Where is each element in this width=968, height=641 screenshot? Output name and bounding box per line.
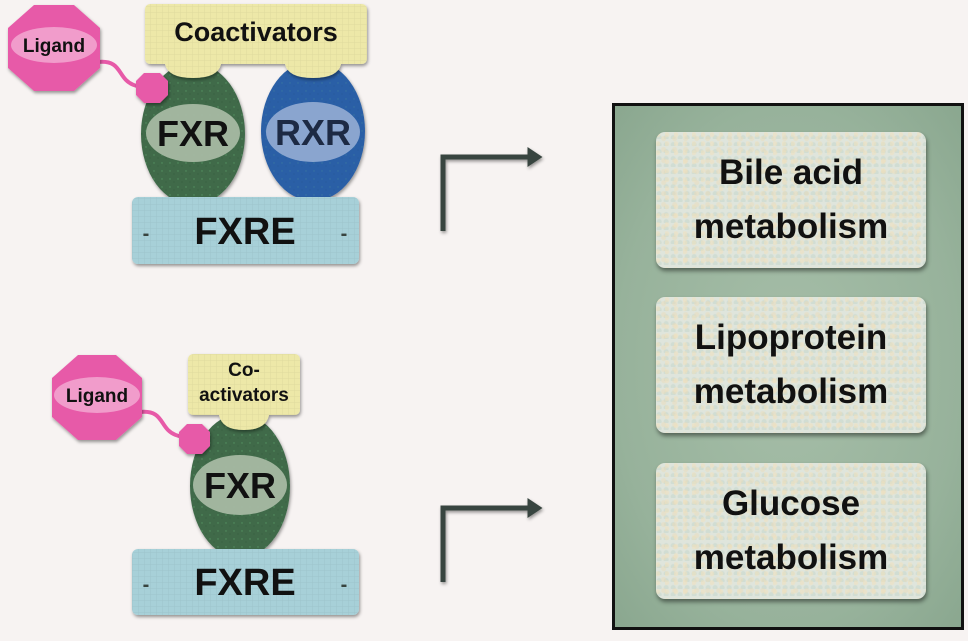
bottom-ligand-label: Ligand <box>66 386 128 407</box>
top-fxre-dash-left: - <box>143 223 150 245</box>
top-coactivators-label: Coactivators <box>174 17 338 47</box>
top-rxr-label-bg <box>266 102 360 162</box>
top-transcription-arrow <box>440 147 543 231</box>
top-fxre-dash-right: - <box>341 223 348 245</box>
bottom-coactivators <box>188 354 300 430</box>
bottom-ligand-binding-site <box>179 424 210 454</box>
bottom-fxre-dash-right: - <box>341 574 348 596</box>
top-fxre-element: - FXRE - <box>132 197 359 264</box>
bottom-fxre-dash-left: - <box>143 574 150 596</box>
metabolic-outcomes-panel: Bile acid metabolism Lipoprotein metabol… <box>612 103 964 630</box>
bottom-coactivators-label-line2: activators <box>199 385 289 406</box>
top-ligand-label: Ligand <box>23 36 85 57</box>
top-ligand-label-bg <box>11 27 97 63</box>
bottom-fxre-element: - FXRE - <box>132 549 359 615</box>
outcome-bile-acid-metabolism: Bile acid metabolism <box>656 132 926 268</box>
top-rxr-receptor: RXR <box>261 61 365 201</box>
outcome-lipoprotein-metabolism: Lipoprotein metabolism <box>656 297 926 433</box>
top-fxr-label-bg <box>146 104 240 162</box>
bottom-ligand: Ligand <box>52 355 142 440</box>
top-ligand-binding-site <box>136 73 168 103</box>
bottom-fxre-label: FXRE <box>194 562 295 604</box>
top-ligand: Ligand <box>8 5 100 91</box>
bottom-complex: FXR Co- activators Ligand - FXRE - <box>52 354 543 615</box>
bottom-fxr-label-bg <box>193 455 287 515</box>
outcome-line1: Glucose <box>721 484 861 523</box>
top-rxr-label: RXR <box>275 112 351 153</box>
outcome-line1: Lipoprotein <box>694 318 888 357</box>
bottom-transcription-arrow <box>440 498 543 582</box>
top-fxr-label: FXR <box>157 113 229 154</box>
top-fxre-label: FXRE <box>194 211 295 253</box>
top-coactivators <box>145 4 367 78</box>
top-complex: FXR RXR Coactivators Ligand - FXRE <box>8 4 543 264</box>
bottom-fxr-receptor: FXR <box>190 414 290 558</box>
outcome-line2: metabolism <box>693 207 889 246</box>
outcome-glucose-metabolism: Glucose metabolism <box>656 463 926 599</box>
bottom-fxr-label: FXR <box>204 465 276 506</box>
outcome-line1: Bile acid <box>719 153 863 192</box>
top-fxr-receptor: FXR <box>141 63 245 205</box>
bottom-coactivators-label-line1: Co- <box>228 360 260 381</box>
outcome-line2: metabolism <box>693 372 889 411</box>
outcome-line2: metabolism <box>693 538 889 577</box>
bottom-ligand-label-bg <box>54 377 140 413</box>
